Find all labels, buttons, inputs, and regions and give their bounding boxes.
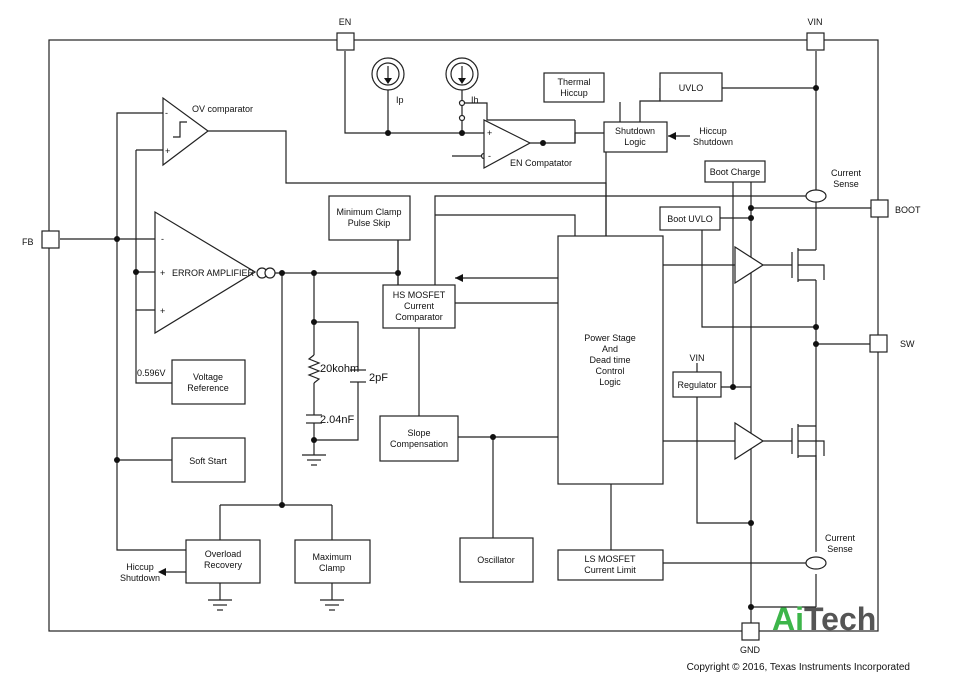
soft-start-block bbox=[171, 437, 246, 483]
copyright-text: Copyright © 2016, Texas Instruments Inco… bbox=[687, 662, 910, 673]
ls-driver-symbol bbox=[734, 421, 765, 461]
power-stage-block bbox=[557, 235, 664, 485]
pin-label-vin: VIN bbox=[807, 17, 822, 27]
boot-uvlo-block bbox=[659, 206, 721, 231]
regulator-vin-label: VIN bbox=[689, 353, 704, 363]
ground-symbols bbox=[208, 454, 344, 611]
en-comparator-symbol bbox=[483, 119, 532, 170]
pin-label-fb: FB bbox=[22, 237, 34, 247]
resistor-value-label: 20kohm bbox=[320, 363, 359, 375]
en-plus-label: + bbox=[487, 128, 492, 138]
ov-minus-label: - bbox=[165, 108, 168, 118]
overload-recovery-block bbox=[185, 539, 261, 584]
ih-current-source bbox=[445, 57, 479, 91]
aitech-watermark: AiTech bbox=[772, 601, 876, 637]
regulator-block bbox=[672, 371, 722, 398]
boot-uvlo-label: Boot UVLO bbox=[667, 214, 713, 224]
ea-plus2-label: + bbox=[160, 306, 165, 316]
hiccup-shutdown-arrow-icon bbox=[668, 132, 676, 140]
capacitor-hf-value-label: 2pF bbox=[369, 372, 388, 384]
hiccup-out-arrow-icon bbox=[158, 568, 166, 576]
ea-plus-label: + bbox=[160, 268, 165, 278]
soft-start-label: Soft Start bbox=[189, 456, 227, 466]
ih-label: Ih bbox=[471, 95, 479, 105]
pin-fb bbox=[41, 230, 60, 249]
boot-charge-block bbox=[704, 160, 766, 183]
ip-current-source bbox=[371, 57, 405, 91]
regulator-label: Regulator bbox=[677, 380, 716, 390]
en-minus-label: - bbox=[488, 151, 491, 161]
ls-current-limit-block bbox=[557, 549, 664, 581]
hs-mosfet bbox=[791, 248, 825, 282]
uvlo-block bbox=[659, 72, 723, 102]
pin-sw bbox=[869, 334, 888, 353]
current-sense-bottom-symbol bbox=[805, 556, 827, 570]
maximum-clamp-block bbox=[294, 539, 371, 584]
pin-label-sw: SW bbox=[900, 339, 915, 349]
ls-mosfet bbox=[791, 424, 825, 458]
minimum-clamp-block bbox=[328, 195, 411, 241]
ea-minus-label: - bbox=[161, 234, 164, 244]
capacitor-2pf bbox=[350, 369, 366, 383]
hs-comparator-arrow-icon bbox=[455, 274, 463, 282]
resistor-20kohm bbox=[307, 354, 321, 384]
error-amplifier-symbol bbox=[154, 210, 257, 335]
oscillator-label: Oscillator bbox=[477, 555, 515, 565]
ih-switch-contact bbox=[458, 99, 466, 107]
hysteresis-icon bbox=[173, 121, 187, 138]
pin-gnd bbox=[741, 622, 760, 641]
en-comparator-label: EN Compatator bbox=[510, 158, 572, 168]
ih-switch-contact bbox=[458, 114, 466, 122]
oscillator-block bbox=[459, 537, 534, 583]
pin-vin bbox=[806, 32, 825, 51]
shutdown-logic-block bbox=[603, 121, 668, 153]
junction-dots bbox=[114, 85, 819, 610]
vref-value-label: 0.596V bbox=[137, 368, 166, 378]
pin-en bbox=[336, 32, 355, 51]
error-amplifier-label: ERROR AMPLIFIER bbox=[172, 268, 255, 278]
slope-compensation-block bbox=[379, 415, 459, 462]
hs-driver-symbol bbox=[734, 245, 765, 285]
ov-comparator-label: OV comparator bbox=[192, 104, 253, 114]
capacitor-2-04nf bbox=[306, 414, 322, 424]
ip-label: Ip bbox=[396, 95, 404, 105]
hs-comparator-block bbox=[382, 284, 456, 329]
pin-boot bbox=[870, 199, 889, 218]
ov-comparator-symbol bbox=[162, 96, 210, 167]
thermal-hiccup-block bbox=[543, 72, 605, 103]
voltage-reference-block bbox=[171, 359, 246, 405]
current-sense-top-symbol bbox=[805, 189, 827, 203]
boot-charge-label: Boot Charge bbox=[710, 167, 761, 177]
ov-plus-label: + bbox=[165, 146, 170, 156]
pin-label-boot: BOOT bbox=[895, 205, 921, 215]
error-amp-output-node bbox=[264, 267, 276, 279]
pin-label-gnd: GND bbox=[740, 645, 761, 655]
uvlo-label: UVLO bbox=[679, 83, 704, 93]
pin-label-en: EN bbox=[339, 17, 352, 27]
capacitor-value-label: 2.04nF bbox=[320, 414, 355, 426]
